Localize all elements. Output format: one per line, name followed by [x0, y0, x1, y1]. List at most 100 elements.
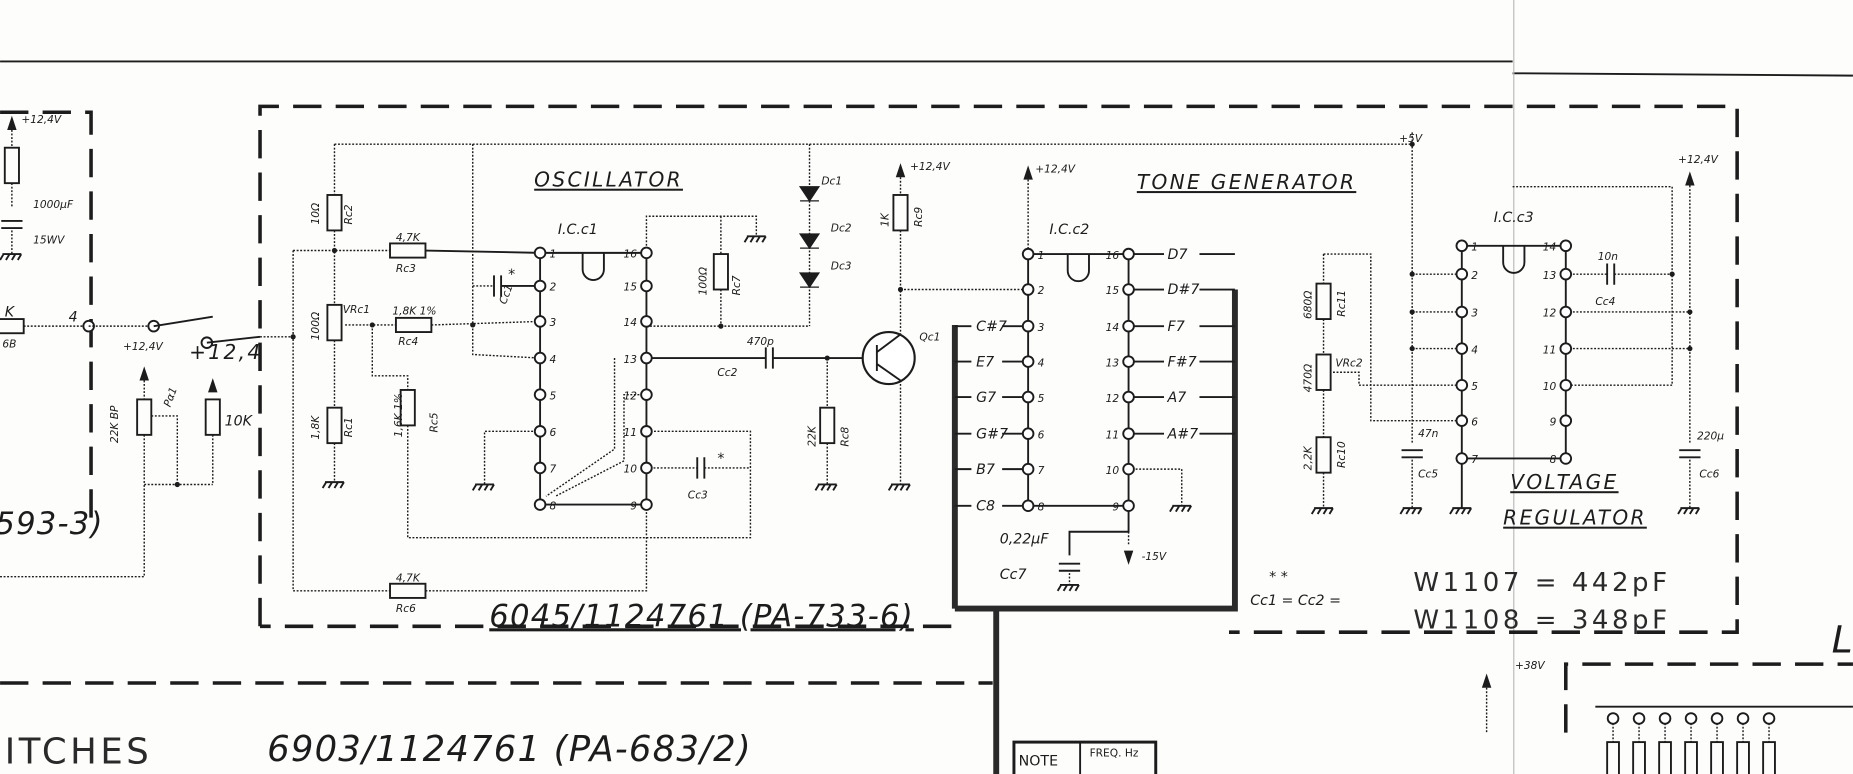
ic-pin — [1122, 499, 1135, 513]
ic-pin — [1021, 390, 1035, 404]
diode-icon — [798, 272, 821, 289]
diode-dc2-label: Dc2 — [831, 222, 852, 235]
rc5-ref: Rc5 — [427, 412, 440, 432]
output-d7: D7 — [1168, 247, 1188, 263]
key-contact — [1736, 741, 1750, 774]
ic-pin — [640, 425, 653, 438]
ground-icon — [743, 235, 767, 243]
tone-outputs-right: D7 D#7 F7 F#7 A7 A#7 — [1167, 247, 1200, 443]
junction-dot — [1409, 309, 1415, 315]
junction-dot — [718, 323, 724, 329]
capacitor-icon — [1606, 263, 1616, 285]
section-title-partial: ITCHES — [5, 731, 153, 772]
rc7-ref: Rc7 — [730, 275, 743, 295]
pin-number: 1 — [1038, 249, 1045, 262]
rc4-value: 1,8K 1% — [392, 304, 436, 317]
pin-number: 10 — [623, 463, 637, 476]
pin-number: 14 — [623, 316, 637, 329]
pin-number: 13 — [1543, 269, 1557, 282]
pin-number: 14 — [1106, 321, 1120, 334]
ic-pin — [533, 461, 547, 475]
ic-pin — [1455, 378, 1469, 392]
ic-pin — [1559, 267, 1573, 281]
left-resistor-value: K — [5, 305, 16, 321]
wire — [1512, 185, 1673, 386]
tone-voltage: +12,4V — [1035, 163, 1076, 176]
pin-number: 3 — [1471, 307, 1478, 320]
cc5-ref: Cc5 — [1418, 467, 1438, 480]
ic-pin — [1122, 355, 1135, 368]
rc3-ref: Rc3 — [396, 262, 416, 275]
ground-icon — [887, 483, 911, 491]
pot-value: 22K BP — [108, 405, 121, 443]
ic-pin — [1021, 247, 1035, 261]
pin-number: 4 — [1038, 356, 1045, 369]
tone-generator-title: TONE GENERATOR — [1137, 170, 1356, 194]
notes-equation: Cc1 = Cc2 = — [1250, 593, 1341, 609]
rc11-ref: Rc11 — [1335, 290, 1348, 317]
junction-dot — [369, 322, 375, 328]
cc3-ref: Cc3 — [688, 489, 708, 502]
note-frequency-table — [1012, 740, 1158, 774]
output-g-sharp-7: G#7 — [976, 426, 1008, 442]
ic-pin — [1021, 499, 1035, 513]
pin-number: 15 — [623, 281, 637, 294]
capacitor-icon — [696, 457, 706, 479]
output-f7: F7 — [1168, 319, 1185, 335]
ic-pin — [1455, 452, 1469, 465]
ic-pin — [1455, 414, 1469, 427]
resistor-10k-value: 10K — [225, 413, 254, 429]
ground-icon — [1399, 507, 1423, 515]
rc2-ref: Rc2 — [342, 204, 355, 224]
resistor-rc1 — [326, 406, 343, 445]
pin-number: 10 — [1106, 464, 1120, 477]
pin-number: 12 — [1543, 307, 1557, 320]
ic-pin — [533, 425, 547, 438]
ic-pin — [533, 315, 547, 328]
wire — [143, 434, 213, 486]
ic-c1-notch — [581, 252, 605, 281]
wire — [1332, 371, 1462, 386]
output-f-sharp-7: F#7 — [1168, 354, 1197, 370]
potentiometer-vrc2 — [1315, 353, 1332, 391]
pin-number: 13 — [623, 353, 637, 366]
ic-pin — [1762, 712, 1776, 725]
rc7-value: 100Ω — [697, 267, 710, 295]
rc10-value: 2,2K — [1302, 445, 1315, 470]
key-contact — [1606, 741, 1620, 774]
ic-pin — [1632, 712, 1646, 725]
ground-icon — [1056, 583, 1080, 592]
ic-pin — [1122, 319, 1135, 333]
supply-arrow-icon — [1685, 171, 1695, 186]
switch-voltage-2: +12,4 — [189, 340, 262, 364]
ic-pin — [1606, 712, 1620, 725]
qc1-label: Qc1 — [919, 330, 940, 343]
pin-number: 12 — [623, 389, 637, 402]
pin-number: 8 — [1550, 453, 1557, 466]
cc6-ref: Cc6 — [1699, 467, 1719, 480]
junction-dot — [1669, 271, 1675, 277]
pin-number: 4 — [1471, 343, 1478, 356]
notes-w1108: W1108 = 348pF — [1413, 606, 1670, 636]
output-c8: C8 — [976, 498, 995, 514]
top-rule-right — [1512, 72, 1853, 77]
ic-pin — [640, 279, 653, 293]
resistor-rc7 — [712, 253, 729, 291]
junction-dot — [1409, 345, 1415, 352]
pin-number: 3 — [550, 316, 557, 329]
resistor-rc10 — [1315, 436, 1332, 474]
wire — [407, 425, 752, 539]
pin-number: 16 — [1106, 249, 1120, 262]
left-board-outline — [0, 110, 93, 520]
rc6-value: 4,7K — [396, 571, 421, 584]
notes-w1107: W1107 = 442pF — [1413, 568, 1670, 598]
ic-pin — [1021, 283, 1035, 296]
ic-pin — [1559, 452, 1573, 465]
wire — [645, 215, 758, 253]
switch-lever-2 — [206, 335, 261, 344]
wire — [555, 393, 647, 497]
output-e7: E7 — [976, 354, 994, 370]
ic-c3-notch — [1502, 245, 1526, 274]
pin-number: 1 — [550, 248, 557, 261]
